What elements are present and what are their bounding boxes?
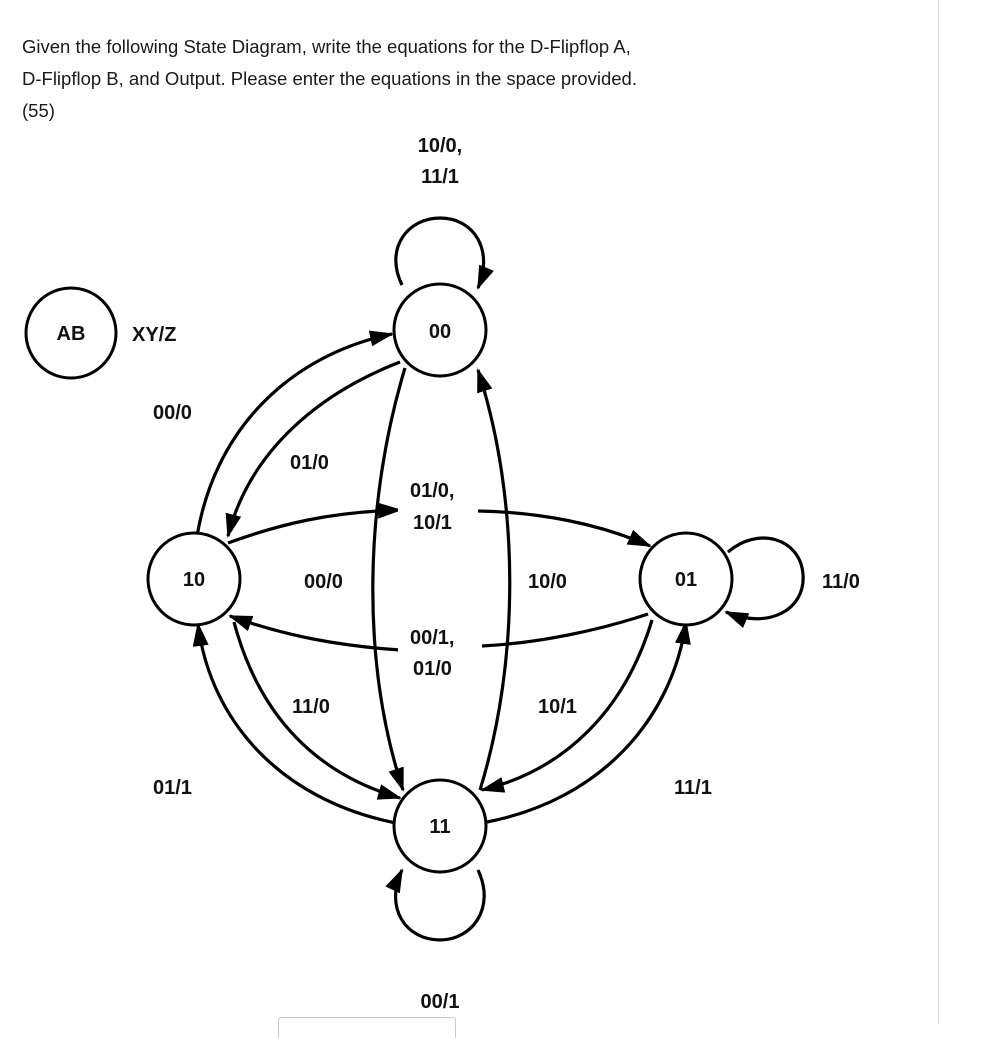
label-01-to-10-a: 00/1, (410, 627, 454, 649)
state-11-circle (392, 778, 488, 874)
state-00-label: 00 (429, 321, 451, 343)
label-11-to-01: 11/1 (674, 777, 712, 799)
question-points: (55) (22, 100, 55, 121)
edge-01-to-10-left (228, 614, 401, 652)
edge-01-self (724, 536, 805, 629)
label-01-to-11: 10/1 (538, 696, 577, 718)
edge-11-self (385, 868, 486, 942)
legend-state-label: AB (57, 323, 86, 345)
transitions (192, 216, 805, 942)
answer-input-box[interactable] (278, 1017, 456, 1038)
label-00-self-b: 11/1 (421, 166, 459, 188)
state-10-circle (146, 531, 242, 627)
label-10-to-01-b: 10/1 (413, 512, 452, 534)
edge-01-to-10-right (481, 612, 649, 648)
state-00: 00 (392, 282, 488, 378)
label-11-self: 00/1 (421, 991, 460, 1013)
edge-00-to-11 (371, 367, 407, 792)
edge-11-to-00 (476, 368, 512, 791)
label-00-to-11: 00/0 (304, 571, 343, 593)
label-00-to-10: 01/0 (290, 452, 329, 474)
label-01-to-10-b: 01/0 (413, 658, 452, 680)
transition-labels: 10/0, 11/1 00/0 01/0 01/0, 10/1 00/0 10/… (153, 135, 860, 1013)
state-01-circle (638, 531, 734, 627)
label-11-to-10: 01/1 (153, 777, 192, 799)
edge-01-to-11 (480, 619, 654, 793)
state-11: 11 (392, 778, 488, 874)
label-10-to-01-a: 01/0, (410, 480, 454, 502)
legend: AB XY/Z (24, 286, 176, 380)
label-01-to-10-bg (398, 620, 478, 680)
edge-00-self (394, 216, 494, 290)
label-00-self-a: 10/0, (418, 135, 462, 157)
state-10-label: 10 (183, 569, 205, 591)
state-10: 10 (146, 531, 242, 627)
state-11-label: 11 (429, 816, 450, 838)
state-00-circle (392, 282, 488, 378)
legend-io-label: XY/Z (132, 324, 176, 346)
label-11-to-00: 10/0 (528, 571, 567, 593)
state-01-label: 01 (675, 569, 697, 591)
question-line-1: Given the following State Diagram, write… (22, 36, 631, 57)
edge-10-to-11 (232, 621, 402, 800)
state-01: 01 (638, 531, 734, 627)
label-10-to-00: 00/0 (153, 402, 192, 424)
edge-11-to-01 (486, 620, 691, 824)
question-text: Given the following State Diagram, write… (22, 31, 902, 127)
label-10-to-11: 11/0 (292, 696, 330, 718)
legend-state-circle (24, 286, 118, 380)
label-10-to-01-bg (398, 476, 478, 536)
edge-00-to-10 (225, 360, 401, 538)
edge-11-to-10 (192, 622, 397, 825)
label-01-self: 11/0 (822, 571, 860, 593)
edge-10-to-00 (194, 330, 394, 544)
question-line-2: D-Flipflop B, and Output. Please enter t… (22, 68, 637, 89)
edge-10-to-01-right (477, 509, 652, 548)
page-right-border (938, 0, 939, 1024)
